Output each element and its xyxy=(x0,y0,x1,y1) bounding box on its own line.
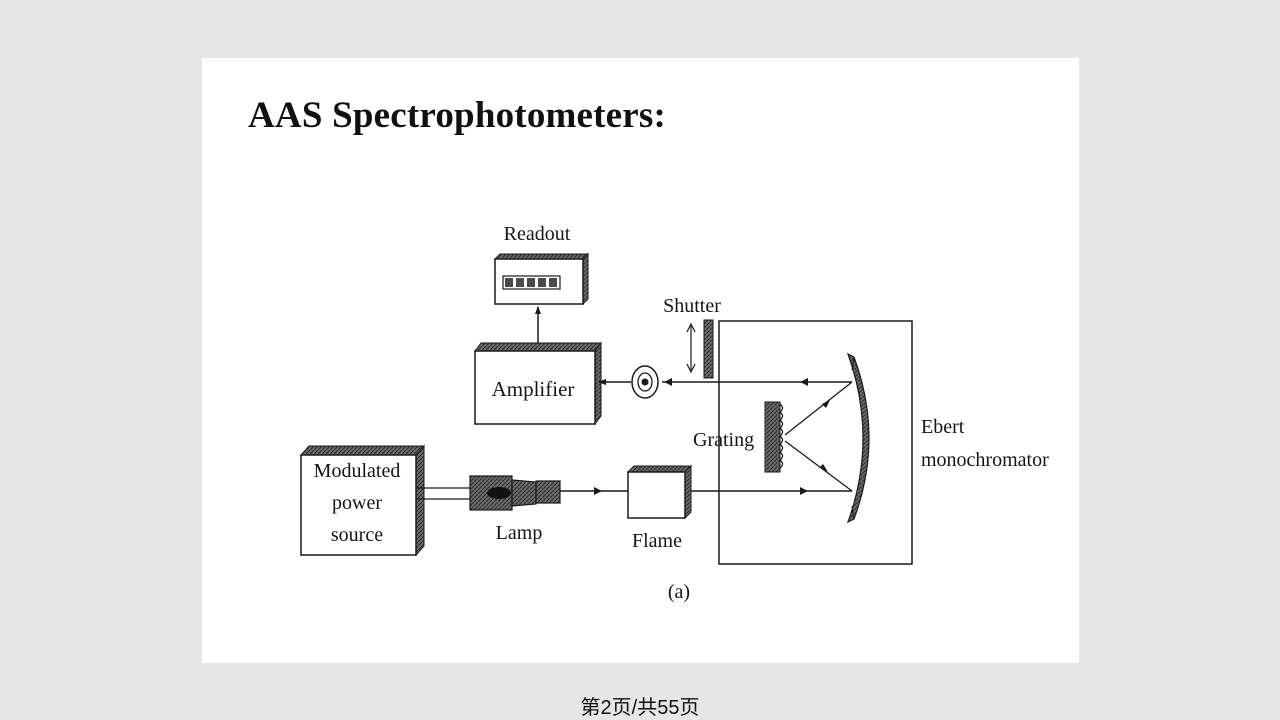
detector xyxy=(631,365,659,399)
slide: AAS Spectrophotometers: xyxy=(202,58,1079,663)
monochromator-housing xyxy=(718,320,913,565)
lamp-label: Lamp xyxy=(496,522,543,544)
ebert-label-line2: monochromator xyxy=(921,449,1049,471)
flame-label: Flame xyxy=(632,530,682,552)
power-source-label-line1: Modulated xyxy=(314,460,401,482)
page-indicator: 第2页/共55页 xyxy=(580,697,700,719)
hollow-cathode-lamp xyxy=(469,475,561,511)
power-source-label-line3: source xyxy=(331,524,383,546)
aas-diagram: Readout Amplifier Shutte xyxy=(299,223,1049,603)
amplifier-label: Amplifier xyxy=(492,377,575,401)
slide-title: AAS Spectrophotometers: xyxy=(248,95,667,136)
diffraction-grating xyxy=(764,401,784,473)
shutter-label: Shutter xyxy=(663,295,721,317)
shutter xyxy=(703,319,714,379)
figure-caption: (a) xyxy=(668,581,690,603)
readout-display xyxy=(493,252,590,306)
amplifier-box xyxy=(474,341,602,426)
beam-mirror-to-grating xyxy=(784,440,853,492)
beam-grating-to-mirror xyxy=(784,381,853,436)
ebert-label-line1: Ebert xyxy=(921,416,965,438)
grating-label: Grating xyxy=(693,429,754,451)
power-source-label-line2: power xyxy=(332,492,382,514)
modulated-power-source xyxy=(299,444,426,557)
concave-mirror xyxy=(846,352,870,524)
flame-cell xyxy=(626,464,693,520)
readout-label: Readout xyxy=(504,223,571,245)
